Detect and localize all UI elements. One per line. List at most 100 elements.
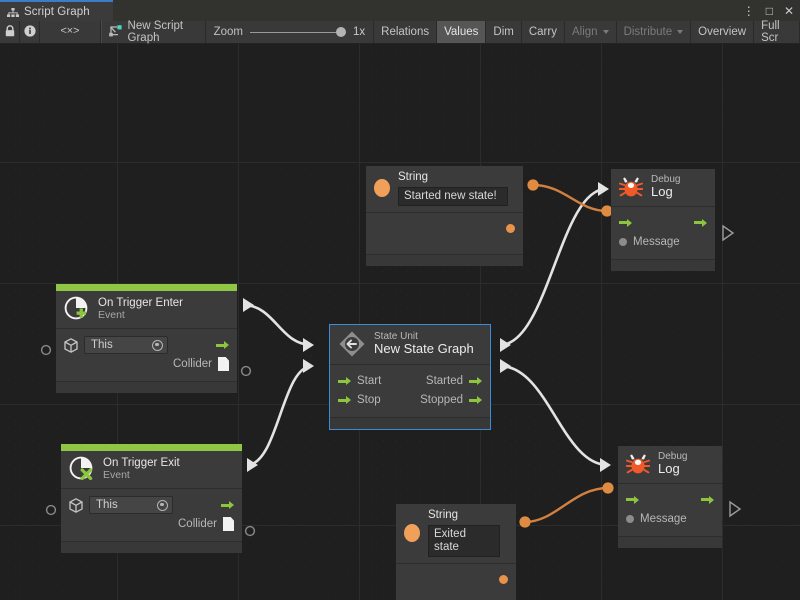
port-label-stopped: Stopped xyxy=(420,394,463,406)
relations-button[interactable]: Relations xyxy=(374,21,438,43)
collider-output-port[interactable] xyxy=(218,357,229,371)
distribute-button[interactable]: Distribute xyxy=(617,21,692,43)
flow-input-port-start[interactable] xyxy=(338,376,351,386)
port-label-start: Start xyxy=(357,375,382,387)
zoom-control[interactable]: Zoom 1x xyxy=(206,21,375,43)
node-string-top[interactable]: String Started new state! xyxy=(366,166,523,266)
node-on-trigger-exit[interactable]: On Trigger Exit Event This xyxy=(61,444,242,553)
flow-output-markers xyxy=(722,224,742,518)
graph-name-label: New Script Graph xyxy=(127,20,184,44)
node-debug-log-top[interactable]: Debug Log Message xyxy=(611,169,715,271)
wire-string-bottom-to-message xyxy=(524,486,609,524)
object-picker-icon[interactable] xyxy=(152,339,163,351)
message-input-port[interactable] xyxy=(626,514,634,523)
node-subtitle: New State Graph xyxy=(374,341,474,357)
string-value-input[interactable]: Exited state xyxy=(428,524,500,557)
wire-endpoint-target xyxy=(601,205,613,217)
flow-output-port[interactable] xyxy=(221,500,234,510)
node-body: Message xyxy=(611,207,715,259)
info-icon xyxy=(23,24,36,40)
align-label: Align xyxy=(571,26,598,38)
node-header: State Unit New State Graph xyxy=(330,325,490,365)
wire-state-started-to-log-top xyxy=(499,187,607,347)
more-options-icon[interactable]: ⋮ xyxy=(742,3,755,18)
script-graph-icon xyxy=(108,24,122,40)
event-accent-bar xyxy=(61,444,242,451)
node-debug-log-bottom[interactable]: Debug Log Message xyxy=(618,446,722,548)
node-title: String xyxy=(398,171,429,183)
node-body: This Collider xyxy=(61,489,242,541)
graph-icon xyxy=(7,6,19,17)
flow-input-port[interactable] xyxy=(619,218,632,228)
node-footer xyxy=(61,541,242,553)
info-button[interactable] xyxy=(20,21,41,43)
flow-output-port-stopped[interactable] xyxy=(469,395,482,405)
wire-endpoint-source xyxy=(527,179,539,191)
port-label-message: Message xyxy=(633,235,680,248)
node-subtitle: Log xyxy=(658,461,680,477)
zoom-slider[interactable] xyxy=(249,26,346,38)
state-unit-icon xyxy=(338,330,366,358)
object-picker-icon[interactable] xyxy=(157,499,168,511)
flow-input-port-stop[interactable] xyxy=(338,395,351,405)
flow-input-port[interactable] xyxy=(626,495,639,505)
node-title: On Trigger Enter xyxy=(98,296,184,309)
node-footer xyxy=(56,381,237,393)
port-label-message: Message xyxy=(640,512,687,525)
flow-output-port-started[interactable] xyxy=(469,376,482,386)
zoom-slider-handle[interactable] xyxy=(335,27,346,37)
string-value-input[interactable]: Started new state! xyxy=(398,186,508,206)
value-output-port[interactable] xyxy=(499,575,508,585)
node-state-unit[interactable]: State Unit New State Graph Start Started xyxy=(329,324,491,430)
target-object-field[interactable]: This xyxy=(89,496,173,514)
node-title: On Trigger Exit xyxy=(103,456,180,469)
zoom-slider-track xyxy=(249,31,346,33)
target-object-field[interactable]: This xyxy=(84,336,168,354)
value-output-port[interactable] xyxy=(506,224,515,234)
carry-button[interactable]: Carry xyxy=(522,21,565,43)
debug-bug-icon xyxy=(626,453,650,475)
align-button[interactable]: Align xyxy=(565,21,617,43)
node-header: Debug Log xyxy=(618,446,722,484)
graph-canvas[interactable]: String Started new state! xyxy=(0,44,800,600)
full-screen-button[interactable]: Full Scr xyxy=(754,20,800,44)
target-object-value: This xyxy=(91,339,113,351)
flow-output-port[interactable] xyxy=(694,218,707,228)
on-trigger-exit-icon xyxy=(69,456,95,482)
close-icon[interactable]: ✕ xyxy=(783,3,794,18)
dim-button[interactable]: Dim xyxy=(486,21,522,43)
zoom-label: Zoom xyxy=(213,26,243,38)
node-header: On Trigger Enter Event xyxy=(56,291,237,329)
node-subtitle: Event xyxy=(98,308,125,321)
port-label-stop: Stop xyxy=(357,394,381,406)
code-view-button[interactable]: <×> xyxy=(40,21,101,43)
message-input-port[interactable] xyxy=(619,237,627,246)
zoom-value: 1x xyxy=(352,26,366,38)
collider-output-port[interactable] xyxy=(223,517,234,531)
port-label-collider: Collider xyxy=(173,358,212,370)
overview-button[interactable]: Overview xyxy=(691,21,755,43)
values-button[interactable]: Values xyxy=(437,21,487,43)
chevron-down-icon xyxy=(602,30,609,34)
lock-icon xyxy=(5,24,15,40)
maximize-icon[interactable]: □ xyxy=(765,3,773,18)
game-object-icon xyxy=(64,337,78,353)
node-title: String xyxy=(428,509,459,521)
graph-name-field[interactable]: New Script Graph xyxy=(100,20,206,44)
flow-output-port[interactable] xyxy=(216,340,229,350)
node-on-trigger-enter[interactable]: On Trigger Enter Event This xyxy=(56,284,237,393)
wire-enter-to-state-start xyxy=(242,303,313,347)
string-value-icon xyxy=(374,179,390,198)
flow-output-port[interactable] xyxy=(701,495,714,505)
tab-label: Script Graph xyxy=(24,5,90,18)
node-string-bottom[interactable]: String Exited state xyxy=(396,504,516,600)
node-header: String Exited state xyxy=(396,504,516,564)
port-label-collider: Collider xyxy=(178,518,217,530)
node-body xyxy=(396,564,516,600)
tab-script-graph[interactable]: Script Graph xyxy=(0,0,113,21)
node-footer xyxy=(618,535,722,548)
lock-button[interactable] xyxy=(0,21,21,43)
target-object-value: This xyxy=(96,499,118,511)
debug-bug-icon xyxy=(619,176,643,198)
graph-toolbar: <×> New Script Graph Zoom 1x xyxy=(0,20,800,44)
